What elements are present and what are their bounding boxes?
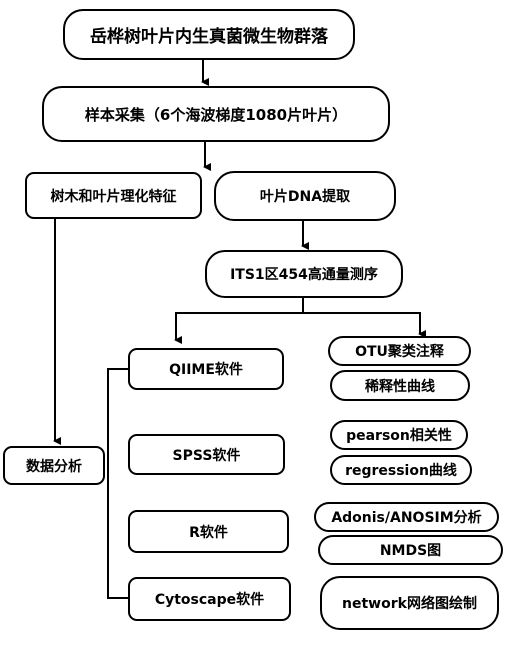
- software-bracket: [107, 368, 128, 599]
- nmds-node: NMDS图: [318, 535, 503, 565]
- pearson-node: pearson相关性: [330, 420, 468, 450]
- r-node: R软件: [128, 510, 289, 553]
- dna-extraction-node: 叶片DNA提取: [214, 171, 396, 221]
- properties-node: 树木和叶片理化特征: [25, 172, 202, 219]
- adonis-node: Adonis/ANOSIM分析: [314, 502, 499, 532]
- rarefaction-node: 稀释性曲线: [330, 370, 470, 401]
- sequencing-node: ITS1区454高通量测序: [205, 250, 403, 298]
- otu-node: OTU聚类注释: [328, 336, 471, 366]
- connector-sequencing-branch: [174, 298, 304, 344]
- cytoscape-node: Cytoscape软件: [128, 577, 291, 621]
- qiime-node: QIIME软件: [128, 348, 284, 390]
- network-node: network网络图绘制: [320, 576, 499, 630]
- sampling-node: 样本采集（6个海波梯度1080片叶片）: [42, 86, 390, 142]
- regression-node: regression曲线: [330, 455, 472, 485]
- title-node: 岳桦树叶片内生真菌微生物群落: [63, 9, 355, 60]
- data-analysis-node: 数据分析: [3, 446, 105, 485]
- connector-branch-right: [303, 312, 426, 338]
- spss-node: SPSS软件: [128, 434, 285, 475]
